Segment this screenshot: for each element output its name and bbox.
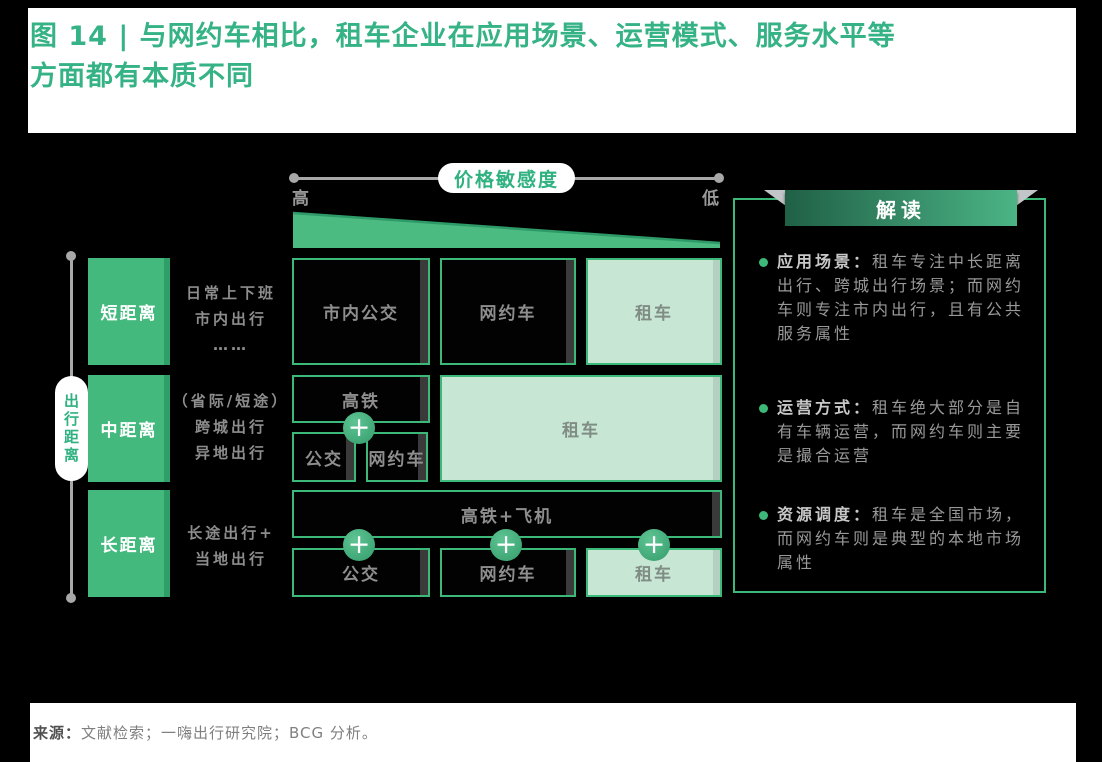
price-wedge xyxy=(293,211,720,248)
box-short-ridehailing: 网约车 xyxy=(440,258,576,365)
desc-line: 当地出行 xyxy=(194,550,267,568)
distance-axis-label-text: 出行距离 xyxy=(62,392,80,465)
box-label: 市内公交 xyxy=(323,304,399,324)
interpretation-panel: 应用场景：租车专注中长距离出行、跨城出行场景；而网约车则专注市内出行，且有公共服… xyxy=(733,198,1046,593)
panel-header-ribbon: 解读 xyxy=(785,190,1017,226)
plus-icon: + xyxy=(490,529,522,561)
distance-axis-label: 出行距离 xyxy=(55,376,88,481)
box-short-citybus: 市内公交 xyxy=(292,258,430,365)
box-label: 租车 xyxy=(562,421,600,441)
box-mid-bus: 公交 xyxy=(292,432,356,482)
axis-dot-top xyxy=(66,251,76,261)
bullet-text: 运营方式：租车绝大部分是自有车辆运营，而网约车则主要是撮合运营 xyxy=(777,396,1025,468)
desc-line: …… xyxy=(213,336,249,354)
row-desc-short: 日常上下班 市内出行 …… xyxy=(168,280,294,358)
plus-icon: + xyxy=(638,529,670,561)
desc-line: 市内出行 xyxy=(194,310,267,328)
source-body: 文献检索；一嗨出行研究院；BCG 分析。 xyxy=(81,724,378,742)
box-mid-ridehailing: 网约车 xyxy=(366,432,428,482)
ribbon-fold-right-icon xyxy=(1016,190,1038,206)
row-desc-mid: （省际/短途） 跨城出行 异地出行 xyxy=(162,388,300,466)
panel-bullet-resource: 资源调度：租车是全国市场，而网约车则是典型的本地市场属性 xyxy=(759,503,1025,575)
box-label: 网约车 xyxy=(479,304,537,324)
row-label-short: 短距离 xyxy=(88,258,170,365)
box-label: 租车 xyxy=(635,304,673,324)
panel-bullet-operation: 运营方式：租车绝大部分是自有车辆运营，而网约车则主要是撮合运营 xyxy=(759,396,1025,468)
plus-icon: + xyxy=(343,412,375,444)
bullet-dot-icon xyxy=(759,404,768,413)
desc-line: 跨城出行 xyxy=(194,418,267,436)
source-text: 来源：文献检索；一嗨出行研究院；BCG 分析。 xyxy=(30,722,378,743)
plus-glyph: + xyxy=(347,528,371,560)
box-label: 网约车 xyxy=(368,449,426,470)
axis-dot-left xyxy=(289,173,299,183)
plus-glyph: + xyxy=(642,528,666,560)
desc-line: （省际/短途） xyxy=(172,392,290,410)
bullet-dot-icon xyxy=(759,258,768,267)
box-mid-rental: 租车 xyxy=(440,375,722,482)
price-high-label: 高 xyxy=(292,189,309,209)
plus-glyph: + xyxy=(494,528,518,560)
bullet-text: 资源调度：租车是全国市场，而网约车则是典型的本地市场属性 xyxy=(777,503,1025,575)
bullet-title: 运营方式： xyxy=(777,398,873,417)
box-label: 公交 xyxy=(305,449,343,470)
price-low-label: 低 xyxy=(702,189,719,209)
desc-line: 异地出行 xyxy=(194,444,267,462)
desc-line: 长途出行+ xyxy=(187,524,275,542)
row-label-long: 长距离 xyxy=(88,490,170,597)
desc-line: 日常上下班 xyxy=(185,284,276,302)
box-long-ridehailing: 网约车 xyxy=(440,548,576,597)
figure-title: 图 14 | 与网约车相比，租车企业在应用场景、运营模式、服务水平等方面都有本质… xyxy=(30,21,896,92)
box-label: 租车 xyxy=(635,565,673,585)
panel-bullet-application: 应用场景：租车专注中长距离出行、跨城出行场景；而网约车则专注市内出行，且有公共服… xyxy=(759,250,1025,346)
ribbon-fold-left-icon xyxy=(764,190,786,206)
axis-dot-right xyxy=(714,173,724,183)
bullet-body: 租车绝大部分是自有车辆运营，而网约车则主要是撮合运营 xyxy=(777,398,1025,465)
row-label-mid: 中距离 xyxy=(88,375,170,482)
box-label: 公交 xyxy=(342,565,380,585)
bullet-body: 租车是全国市场，而网约车则是典型的本地市场属性 xyxy=(777,505,1025,572)
source-block: 来源：文献检索；一嗨出行研究院；BCG 分析。 xyxy=(30,703,1076,762)
plus-glyph: + xyxy=(347,411,371,443)
plus-icon: + xyxy=(343,529,375,561)
bullet-text: 应用场景：租车专注中长距离出行、跨城出行场景；而网约车则专注市内出行，且有公共服… xyxy=(777,250,1025,346)
bullet-title: 资源调度： xyxy=(777,505,873,524)
box-mid-highspeedrail: 高铁 xyxy=(292,375,430,423)
row-desc-long: 长途出行+ 当地出行 xyxy=(168,520,294,572)
bullet-title: 应用场景： xyxy=(777,252,873,271)
box-label: 网约车 xyxy=(479,565,537,585)
axis-dot-bottom xyxy=(66,593,76,603)
box-short-rental: 租车 xyxy=(586,258,722,365)
bullet-body: 租车专注中长距离出行、跨城出行场景；而网约车则专注市内出行，且有公共服务属性 xyxy=(777,252,1025,343)
bullet-dot-icon xyxy=(759,511,768,520)
source-label: 来源： xyxy=(33,724,82,742)
price-sensitivity-label: 价格敏感度 xyxy=(438,163,575,193)
box-label: 高铁+飞机 xyxy=(460,506,554,527)
box-label: 高铁 xyxy=(342,391,380,412)
title-block: 图 14 | 与网约车相比，租车企业在应用场景、运营模式、服务水平等方面都有本质… xyxy=(28,8,1076,133)
